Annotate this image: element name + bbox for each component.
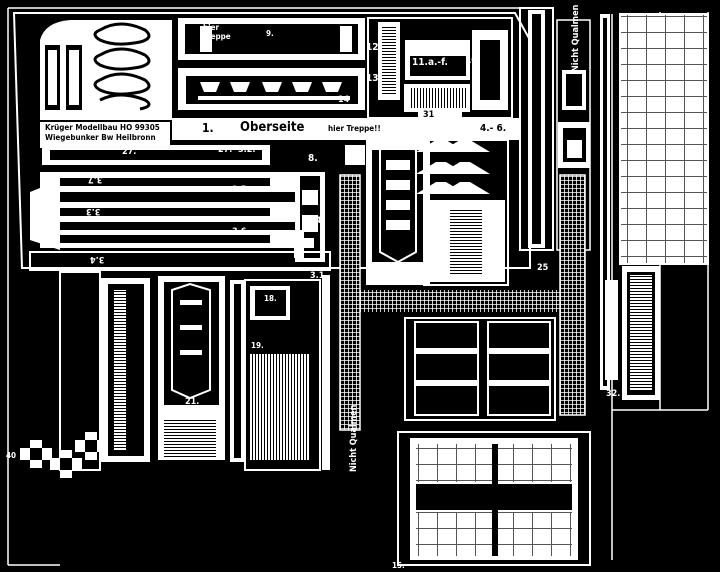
part-3-6-label: 3.6 — [232, 227, 247, 237]
part-3-1-label: 3.1. — [310, 271, 328, 281]
part-27a-label: 27. — [122, 147, 137, 157]
section-title: Oberseite — [240, 120, 305, 135]
part-25-label: 25 — [537, 263, 549, 273]
part-21-label: 21. — [185, 397, 200, 407]
part-40-label: 40 — [6, 451, 17, 460]
stairs-small-2: Treppe — [203, 32, 231, 41]
part-10-label: 10 — [465, 55, 478, 66]
stairs-label: hier Treppe!! — [328, 124, 381, 133]
part-4-6-label: 4.- 6. — [480, 123, 507, 134]
part-3-7-label: 3.7 — [88, 174, 103, 184]
part-27b-label: 27. — [218, 145, 233, 155]
stairs-small-1: hier — [203, 23, 220, 32]
part-15-label: 15. — [392, 561, 405, 570]
part-3-4-label: 3.4 — [90, 254, 105, 264]
part-38-label: 38. — [126, 106, 139, 115]
part-31a-label: 31 — [423, 110, 435, 120]
roof-piece — [12, 12, 531, 271]
part-19-label: 19. — [251, 341, 264, 350]
part-18-label: 18. — [264, 294, 277, 303]
lower-left-parts — [59, 271, 330, 471]
right-small-parts — [605, 266, 660, 400]
part-24-label: 24 — [310, 216, 322, 226]
part-32-label: 3.2. — [238, 145, 256, 155]
model-label: Wiegebunker Bw Heilbronn — [45, 133, 156, 142]
part-16-label: 16. — [606, 363, 619, 372]
manufacturer-label: Krüger Modellbau HO 99305 — [45, 123, 160, 132]
part-3-5-label: 3.5 — [232, 185, 247, 195]
part-13-label: 13 — [366, 73, 379, 84]
part-12-label: 12 — [366, 42, 379, 53]
lower-center-boxes — [397, 317, 591, 566]
part-11-label: 11.a.-f. — [412, 57, 448, 68]
part-32-bottom-label: 32. — [606, 389, 621, 399]
center-structure — [339, 136, 586, 431]
part-9-label: 9. — [266, 29, 274, 38]
no-smoke-label-top: Nicht Qualmen — [571, 4, 581, 72]
upper-right-parts — [367, 17, 513, 120]
part-1-label: 1. — [202, 121, 214, 135]
part-8-label: 8. — [308, 153, 318, 164]
part-31b-label: 31. — [392, 277, 407, 287]
part-3-3-label: 3.3 — [86, 206, 101, 216]
part-14-label: 14 — [338, 95, 350, 105]
part-40-inner — [30, 440, 97, 470]
window-grid — [620, 14, 708, 264]
no-smoke-label-bottom: Nicht Qualmen — [349, 404, 359, 472]
